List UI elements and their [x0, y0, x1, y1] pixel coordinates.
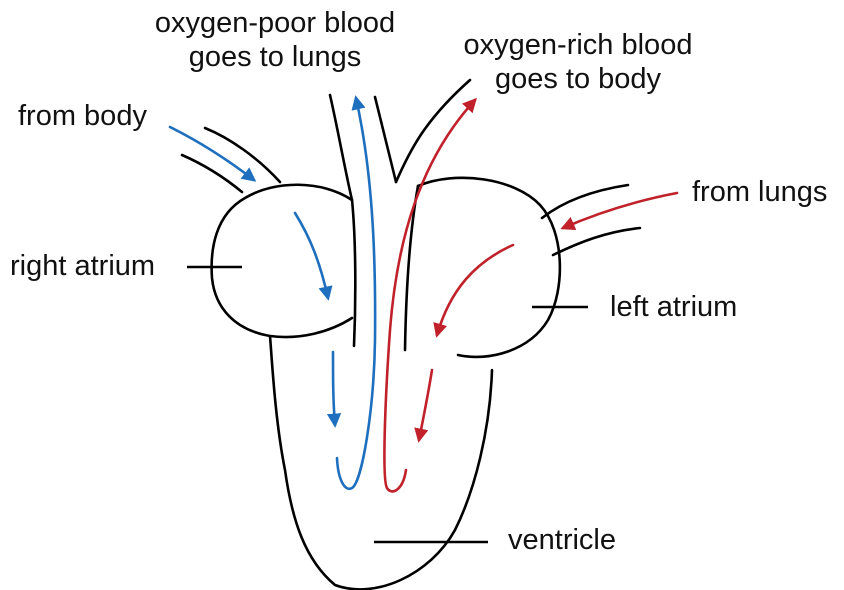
- pulmonary-artery-inner: [375, 97, 396, 182]
- pulmonary-artery-outer: [330, 95, 355, 346]
- oxygen-poor-label-line-2: goes to lungs: [120, 40, 430, 74]
- pulmonary-vein-lower: [553, 228, 640, 255]
- pulmonary-vein-upper: [542, 185, 628, 218]
- blood-flow-to-body-arrow: [384, 100, 475, 491]
- oxygen-poor-label: oxygen-poor blood goes to lungs: [120, 6, 430, 74]
- blood-flow-into-ventricle-red-arrow: [419, 370, 432, 440]
- blood-flow-into-ventricle-blue-arrow: [333, 352, 335, 425]
- oxygen-rich-label: oxygen-rich blood goes to body: [428, 28, 728, 96]
- ventricle-label: ventricle: [508, 523, 616, 557]
- from-body-label: from body: [18, 99, 147, 133]
- ventricle-outline: [270, 336, 492, 589]
- oxygen-rich-label-line-1: oxygen-rich blood: [428, 28, 728, 62]
- oxygen-poor-label-line-1: oxygen-poor blood: [120, 6, 430, 40]
- vena-cava-lower: [182, 155, 242, 192]
- right-atrium-label: right atrium: [10, 249, 155, 283]
- from-lungs-label: from lungs: [692, 175, 827, 209]
- blood-flow-right-atrium-arrow: [295, 213, 328, 298]
- oxygen-rich-label-line-2: goes to body: [428, 62, 728, 96]
- left-atrium-label: left atrium: [610, 290, 737, 324]
- right-atrium-outline: [212, 185, 352, 337]
- blood-flow-left-atrium-arrow: [437, 245, 513, 335]
